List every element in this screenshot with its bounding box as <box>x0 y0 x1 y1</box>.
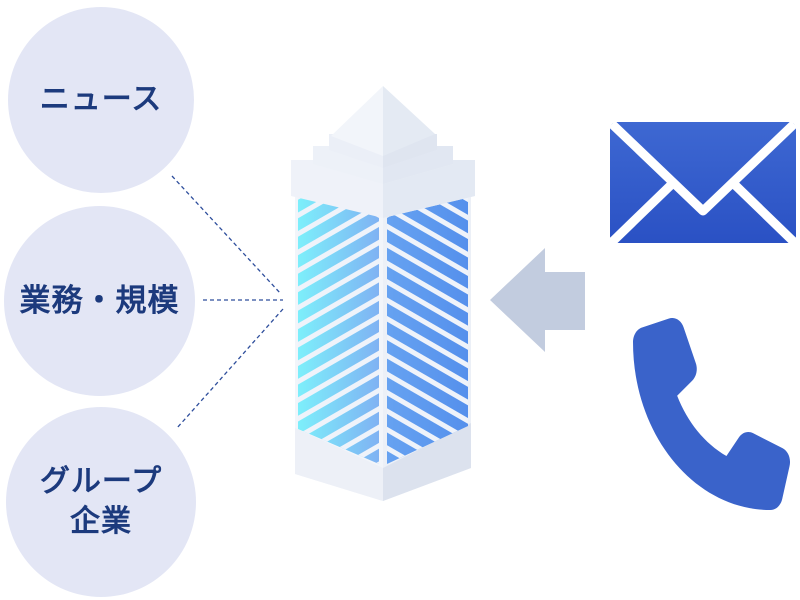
roof-pyramid-left <box>331 86 383 156</box>
dashed-connector-news <box>171 175 282 295</box>
building-stripes-right-gaps <box>387 173 468 464</box>
building-illustration <box>291 86 475 501</box>
bubble-label-group-companies: グループ 企業 <box>39 464 163 539</box>
building-base-right <box>383 423 471 501</box>
source-bubble-group-companies: グループ 企業 <box>6 407 196 597</box>
phone-icon <box>633 318 790 510</box>
bubble-label-news: ニュース <box>39 82 163 116</box>
dashed-connector-group <box>176 308 284 429</box>
source-bubble-news: ニュース <box>8 7 194 193</box>
bubble-label-business-scale: 業務・規模 <box>19 283 180 319</box>
roof-pyramid-right <box>383 86 435 156</box>
building-base-left <box>295 428 383 501</box>
mail-icon <box>610 122 796 243</box>
arrow-left-icon <box>490 248 585 352</box>
source-bubble-business-scale: 業務・規模 <box>4 206 195 396</box>
building-stripes-left-gaps <box>298 174 379 464</box>
dashed-connectors <box>171 175 284 429</box>
